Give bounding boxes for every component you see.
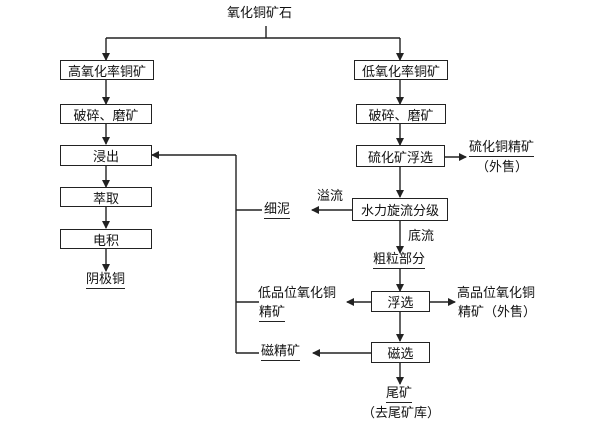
low-oxidation-ore-box: 低氧化率铜矿 (354, 60, 448, 80)
overflow-label: 溢流 (317, 189, 344, 204)
underflow-label: 底流 (408, 229, 435, 244)
magnetic-separation-box: 磁选 (371, 342, 430, 363)
ore-source-label: 氧化铜矿石 (227, 6, 293, 21)
low-grade-conc-label-1: 低品位氧化铜 (258, 286, 337, 301)
electrowinning-box: 电积 (60, 229, 152, 249)
high-grade-conc-label-2: 精矿（外售） (458, 305, 537, 320)
leach-box: 浸出 (60, 145, 152, 166)
magnetic-concentrate-label: 磁精矿 (261, 344, 301, 361)
left-crush-grind-box: 破碎、磨矿 (60, 104, 152, 124)
sulfide-concentrate-note: （外售） (476, 160, 529, 175)
tailings-label: 尾矿 (386, 386, 413, 403)
extraction-box: 萃取 (60, 187, 152, 207)
hydrocyclone-box: 水力旋流分级 (352, 198, 448, 221)
low-grade-conc-label-2: 精矿 (259, 305, 286, 322)
high-grade-conc-label-1: 高品位氧化铜 (457, 286, 536, 301)
slime-label: 细泥 (264, 202, 291, 219)
right-crush-grind-box: 破碎、磨矿 (356, 104, 446, 124)
sulfide-flotation-box: 硫化矿浮选 (356, 145, 445, 167)
tailings-note-label: （去尾矿库） (362, 406, 441, 421)
flotation-box: 浮选 (371, 291, 430, 312)
sulfide-concentrate-label: 硫化铜精矿 (469, 140, 535, 157)
high-oxidation-ore-box: 高氧化率铜矿 (60, 60, 154, 80)
coarse-fraction-label: 粗粒部分 (373, 252, 426, 269)
cathode-copper-label: 阴极铜 (86, 272, 126, 289)
